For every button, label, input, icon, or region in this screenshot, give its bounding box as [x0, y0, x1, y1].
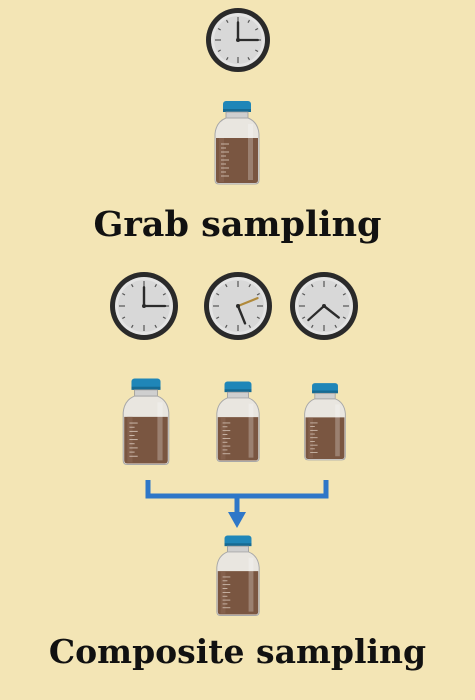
- clock-icon: [290, 272, 358, 340]
- composite-bottle-result: [212, 530, 264, 622]
- sample-bottle-icon: [216, 381, 260, 462]
- sample-bottle-icon: [122, 378, 170, 466]
- grab-clock: [204, 6, 272, 74]
- composite-clock-3: [288, 270, 360, 342]
- sample-bottle-icon: [214, 101, 260, 185]
- composite-sampling-title: Composite sampling: [48, 632, 427, 671]
- merge-arrow-icon: [145, 480, 329, 528]
- composite-bottle-1: [118, 374, 174, 470]
- composite-bottle-2: [212, 374, 264, 470]
- composite-clock-1: [108, 270, 180, 342]
- clock-icon: [204, 272, 272, 340]
- clock-icon: [110, 272, 178, 340]
- composite-bottle-3: [300, 374, 350, 470]
- sample-bottle-icon: [304, 383, 346, 461]
- merge-connector: [140, 476, 334, 532]
- grab-bottle: [210, 100, 264, 186]
- composite-clock-2: [202, 270, 274, 342]
- grab-sampling-title: Grab sampling: [93, 204, 382, 245]
- clock-icon: [206, 8, 270, 72]
- sample-bottle-icon: [216, 535, 260, 616]
